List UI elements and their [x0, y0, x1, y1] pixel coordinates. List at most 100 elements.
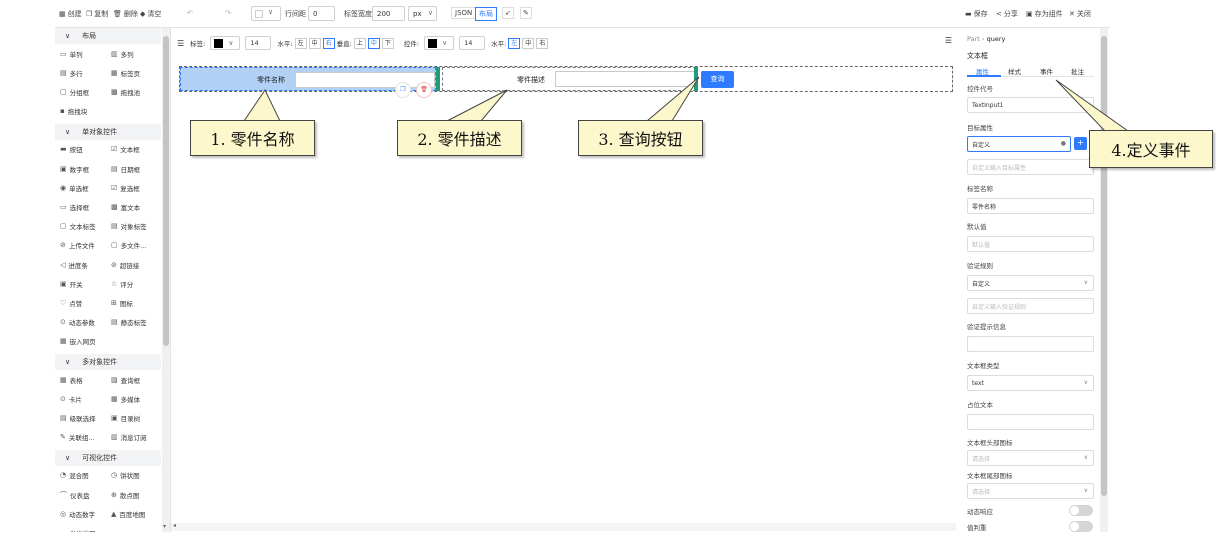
sidebar-item[interactable]: ▩富文本 [111, 198, 140, 215]
delete-button[interactable]: 🗑删除 [113, 10, 138, 18]
part-desc-field[interactable]: 零件描述 [442, 67, 696, 91]
unit-select[interactable]: px∨ [408, 6, 437, 21]
copy-icon[interactable]: ❐ [395, 82, 411, 98]
sidebar-item[interactable]: ▭单列 [60, 45, 83, 62]
sidebar-item[interactable]: ▣数字框 [60, 160, 89, 177]
menu-icon[interactable]: ☰ [944, 36, 952, 45]
sidebar-item[interactable]: ☑复选框 [111, 179, 140, 196]
add-button[interactable]: + [1074, 137, 1087, 150]
arrow-down-icon[interactable]: ▾ [163, 523, 167, 530]
control-align-right[interactable]: 右 [536, 37, 549, 49]
label-width-input[interactable]: 200 [372, 6, 405, 21]
create-button[interactable]: ▦创建 [59, 10, 82, 18]
tail-icon-select[interactable]: 请选择∨ [967, 483, 1094, 499]
control-align-left[interactable]: 左 [508, 37, 521, 49]
label-color-picker[interactable]: ∨ [210, 36, 241, 50]
sidebar-section-header[interactable]: ∨多对象控件 [55, 354, 161, 370]
sidebar-item[interactable]: ▦标签页 [111, 64, 140, 81]
color-picker[interactable]: ∨ [251, 6, 281, 21]
tab-events[interactable]: 事件 [1040, 68, 1053, 76]
layout-button[interactable]: 布局 [475, 7, 497, 21]
sidebar-scrollbar[interactable] [162, 28, 170, 532]
share-button[interactable]: <分享 [996, 10, 1018, 18]
label-align-right[interactable]: 右 [322, 37, 335, 49]
clear-icon[interactable]: ● [1060, 140, 1066, 147]
sidebar-item[interactable]: ◁进度条 [60, 256, 88, 273]
save-button[interactable]: ▬保存 [965, 10, 988, 18]
control-code-input[interactable]: TextInput1 [967, 97, 1094, 113]
textbox-type-select[interactable]: text∨ [967, 375, 1094, 391]
panel-scrollbar[interactable] [1100, 28, 1108, 532]
label-align-center[interactable]: 中 [308, 37, 321, 49]
arrow-left-icon[interactable]: ◂ [173, 522, 177, 529]
label-valign-top[interactable]: 上 [353, 37, 366, 49]
sidebar-item[interactable]: ▭选择框 [60, 198, 89, 215]
control-align-center[interactable]: 中 [522, 37, 535, 49]
sidebar-item[interactable]: ▤对象标签 [111, 218, 147, 235]
sidebar-item[interactable]: ◔混合图 [60, 467, 89, 484]
target-attr-select[interactable]: 自定义● [967, 136, 1071, 152]
value-dedup-toggle[interactable] [1069, 521, 1093, 532]
sidebar-item[interactable]: ☆评分 [111, 275, 133, 292]
label-align-left[interactable]: 左 [294, 37, 307, 49]
sidebar-item[interactable]: ▲百度地图 [111, 505, 145, 522]
part-name-field[interactable]: 零件名称 ❐ 🗑 [180, 67, 436, 98]
validation-custom-input[interactable]: 自定义输入验证规则 [967, 298, 1094, 314]
sidebar-item[interactable]: ⊘超链接 [111, 256, 139, 273]
sidebar-item[interactable]: ▣开关 [60, 275, 83, 292]
control-color-picker[interactable]: ∨ [424, 36, 455, 50]
sidebar-item[interactable]: ▬按钮 [60, 141, 83, 158]
label-font-size-input[interactable]: 14 [245, 36, 272, 50]
sidebar-item[interactable]: ♡点赞 [60, 294, 82, 311]
label-valign-bottom[interactable]: 下 [381, 37, 394, 49]
scrollbar-thumb[interactable] [163, 36, 169, 346]
undo-button[interactable]: ↶ [187, 9, 193, 17]
menu-icon[interactable]: ☰ [177, 38, 185, 48]
sidebar-item[interactable]: ▤级联选择 [60, 409, 96, 426]
sidebar-item[interactable]: ▥多列 [111, 45, 134, 62]
query-button[interactable]: 查询 [701, 71, 734, 88]
sidebar-item[interactable]: ▥消息订阅 [111, 429, 147, 446]
label-name-input[interactable]: 零件名称 [967, 198, 1094, 214]
sidebar-item[interactable]: ⊙卡片 [60, 390, 82, 407]
sidebar-item[interactable]: ⊙动态参数 [60, 314, 95, 331]
sidebar-item[interactable]: ▪拖拽块 [60, 103, 87, 120]
sidebar-item[interactable]: ▦嵌入网页 [60, 333, 96, 350]
validation-rule-select[interactable]: 自定义∨ [967, 275, 1094, 291]
validation-hint-input[interactable] [967, 336, 1094, 352]
sidebar-section-header[interactable]: ∨单对象控件 [55, 123, 161, 140]
sidebar-item[interactable]: ◎动态数字 [60, 505, 95, 522]
copy-button[interactable]: ❐复制 [86, 10, 109, 18]
rocket-button[interactable]: ➶ [502, 7, 514, 19]
sidebar-item[interactable]: ▭省份地图 [60, 524, 96, 532]
tab-comments[interactable]: 批注 [1071, 68, 1084, 76]
dynamic-response-toggle[interactable] [1069, 505, 1093, 516]
sidebar-item[interactable]: ☑文本框 [111, 141, 140, 158]
sidebar-item[interactable]: ▦多媒体 [111, 390, 140, 407]
sidebar-item[interactable]: ▤多行 [60, 64, 83, 81]
sidebar-item[interactable]: ▦表格 [60, 371, 83, 388]
close-button[interactable]: ✕关闭 [1069, 10, 1091, 18]
tab-style[interactable]: 样式 [1008, 68, 1021, 76]
sidebar-item[interactable]: ▢文本标签 [60, 218, 96, 235]
sidebar-item[interactable]: ⊞图标 [111, 294, 133, 311]
sidebar-item[interactable]: ⊕散点图 [111, 486, 139, 503]
sidebar-item[interactable]: ◉单选框 [60, 179, 89, 196]
canvas-horizontal-scrollbar[interactable]: ◂ [171, 522, 956, 531]
head-icon-select[interactable]: 请选择∨ [967, 450, 1094, 466]
clear-button[interactable]: ◆清空 [140, 10, 162, 18]
wrench-button[interactable]: ✎ [520, 7, 532, 19]
sidebar-item[interactable]: ◷饼状图 [111, 467, 140, 484]
control-font-size-input[interactable]: 14 [459, 36, 486, 50]
sidebar-item[interactable]: ▢分组框 [60, 83, 89, 100]
default-value-input[interactable]: 默认值 [967, 236, 1094, 252]
label-valign-middle[interactable]: 中 [367, 37, 380, 49]
sidebar-item[interactable]: ⌒仪表盘 [60, 486, 90, 503]
sidebar-section-header[interactable]: ∨布局 [55, 28, 161, 44]
sidebar-section-header[interactable]: ∨可视化控件 [55, 449, 161, 466]
sidebar-item[interactable]: ▤静态标签 [111, 314, 147, 331]
tab-properties[interactable]: 属性 [976, 68, 989, 76]
sidebar-item[interactable]: ▧查询框 [111, 371, 140, 388]
sidebar-item[interactable]: ▤日期框 [111, 160, 140, 177]
sidebar-item[interactable]: ⊘上传文件 [60, 237, 95, 254]
